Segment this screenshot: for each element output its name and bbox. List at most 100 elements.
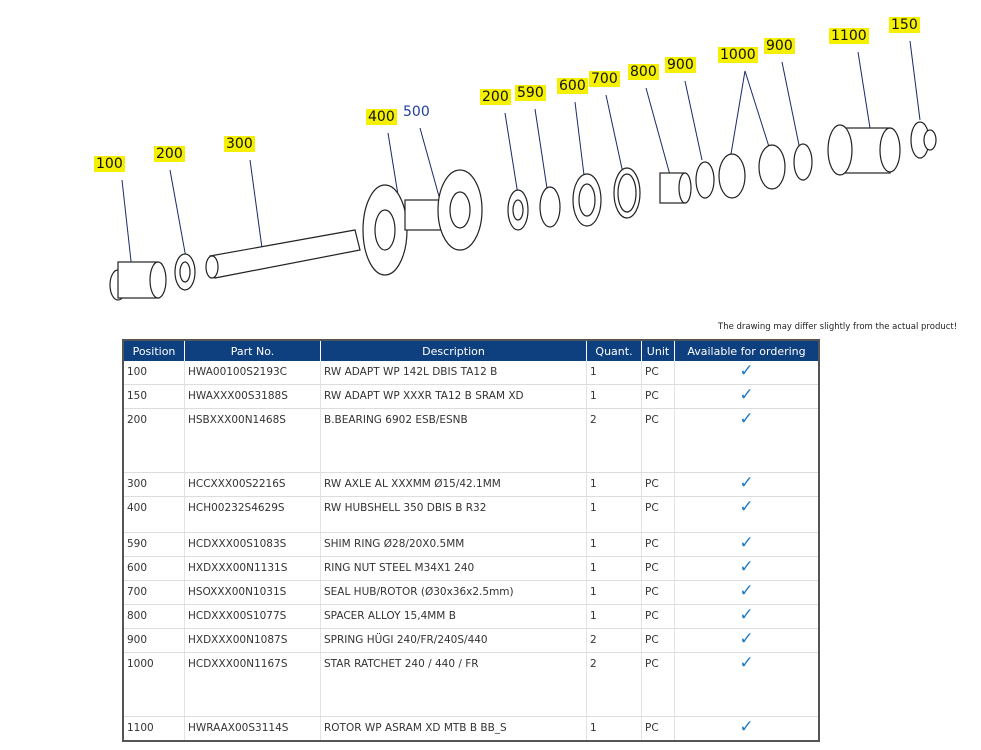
callout-200b: 200 — [480, 89, 511, 105]
available-check-icon: ✓ — [674, 472, 820, 497]
description-cell: RING NUT STEEL M34X1 240 — [320, 556, 587, 581]
available-check-icon: ✓ — [674, 384, 820, 409]
part-no-cell: HCDXXX00S1077S — [184, 604, 321, 629]
available-check-icon: ✓ — [674, 532, 820, 557]
position-cell: 800 — [123, 604, 185, 629]
part-no-cell: HSBXXX00N1468S — [184, 408, 321, 473]
quant-cell: 1 — [586, 604, 642, 629]
quant-cell: 2 — [586, 408, 642, 473]
available-check-icon: ✓ — [674, 408, 820, 473]
callout-900b: 900 — [764, 38, 795, 54]
part-no-cell: HWRAAX00S3114S — [184, 716, 321, 742]
col-position: Position — [123, 340, 185, 361]
exploded-hub-diagram — [109, 40, 937, 301]
position-cell: 1100 — [123, 716, 185, 742]
description-cell: RW HUBSHELL 350 DBIS B R32 — [320, 496, 587, 533]
available-check-icon: ✓ — [674, 361, 820, 385]
quant-cell: 1 — [586, 384, 642, 409]
unit-cell: PC — [641, 496, 675, 533]
hub-parts — [109, 121, 937, 301]
callout-700: 700 — [589, 71, 620, 87]
quant-cell: 1 — [586, 580, 642, 605]
available-check-icon: ✓ — [674, 604, 820, 629]
callout-800: 800 — [628, 64, 659, 80]
position-cell: 600 — [123, 556, 185, 581]
description-cell: STAR RATCHET 240 / 440 / FR — [320, 652, 587, 717]
disclaimer-note: The drawing may differ slightly from the… — [718, 322, 958, 332]
quant-cell: 1 — [586, 496, 642, 533]
unit-cell: PC — [641, 716, 675, 742]
position-cell: 700 — [123, 580, 185, 605]
position-cell: 590 — [123, 532, 185, 557]
unit-cell: PC — [641, 384, 675, 409]
parts-table: Position Part No. Description Quant. Uni… — [122, 339, 820, 742]
callout-150: 150 — [889, 17, 920, 33]
unit-cell: PC — [641, 628, 675, 653]
description-cell: ROTOR WP ASRAM XD MTB B BB_S — [320, 716, 587, 742]
callout-200: 200 — [154, 146, 185, 162]
description-cell: SPACER ALLOY 15,4MM B — [320, 604, 587, 629]
position-cell: 300 — [123, 472, 185, 497]
part-no-cell: HCCXXX00S2216S — [184, 472, 321, 497]
callout-590: 590 — [515, 85, 546, 101]
col-available: Available for ordering — [674, 340, 820, 361]
part-no-cell: HSOXXX00N1031S — [184, 580, 321, 605]
quant-cell: 1 — [586, 532, 642, 557]
quant-cell: 2 — [586, 652, 642, 717]
part-no-cell: HCDXXX00S1083S — [184, 532, 321, 557]
quant-cell: 1 — [586, 361, 642, 385]
col-quant: Quant. — [586, 340, 642, 361]
part-no-cell: HWAXXX00S3188S — [184, 384, 321, 409]
callout-400: 400 — [366, 109, 397, 125]
description-cell: SEAL HUB/ROTOR (Ø30x36x2.5mm) — [320, 580, 587, 605]
unit-cell: PC — [641, 408, 675, 473]
position-cell: 100 — [123, 361, 185, 385]
callout-1000: 1000 — [718, 47, 758, 63]
unit-cell: PC — [641, 556, 675, 581]
callout-500: 500 — [403, 104, 430, 120]
available-check-icon: ✓ — [674, 716, 820, 742]
callout-1100: 1100 — [829, 28, 869, 44]
part-no-cell: HCH00232S4629S — [184, 496, 321, 533]
unit-cell: PC — [641, 532, 675, 557]
leader-lines — [121, 40, 921, 271]
available-check-icon: ✓ — [674, 652, 820, 717]
description-cell: SPRING HÜGI 240/FR/240S/440 — [320, 628, 587, 653]
callout-600: 600 — [557, 78, 588, 94]
available-check-icon: ✓ — [674, 628, 820, 653]
available-check-icon: ✓ — [674, 580, 820, 605]
unit-cell: PC — [641, 580, 675, 605]
callout-300: 300 — [224, 136, 255, 152]
part-no-cell: HXDXXX00N1131S — [184, 556, 321, 581]
description-cell: SHIM RING Ø28/20X0.5MM — [320, 532, 587, 557]
position-cell: 900 — [123, 628, 185, 653]
col-description: Description — [320, 340, 587, 361]
position-cell: 1000 — [123, 652, 185, 717]
quant-cell: 2 — [586, 628, 642, 653]
description-cell: RW AXLE AL XXXMM Ø15/42.1MM — [320, 472, 587, 497]
position-cell: 200 — [123, 408, 185, 473]
quant-cell: 1 — [586, 472, 642, 497]
available-check-icon: ✓ — [674, 496, 820, 533]
quant-cell: 1 — [586, 556, 642, 581]
callout-900: 900 — [665, 57, 696, 73]
available-check-icon: ✓ — [674, 556, 820, 581]
position-cell: 400 — [123, 496, 185, 533]
position-cell: 150 — [123, 384, 185, 409]
col-part-no: Part No. — [184, 340, 321, 361]
unit-cell: PC — [641, 652, 675, 717]
table-header: Position Part No. Description Quant. Uni… — [123, 340, 820, 361]
quant-cell: 1 — [586, 716, 642, 742]
